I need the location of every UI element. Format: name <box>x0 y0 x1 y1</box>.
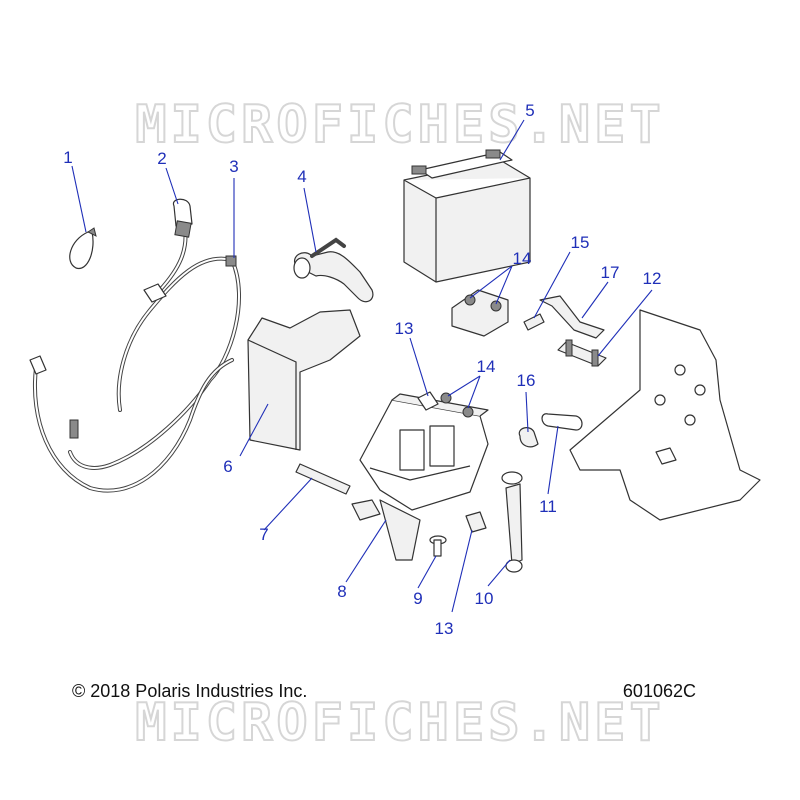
part-strap-bracket <box>539 295 607 367</box>
part-relay <box>451 289 509 337</box>
callout-3[interactable]: 3 <box>229 157 238 176</box>
part-cable-tie <box>69 227 97 269</box>
part-foam-strip <box>295 463 351 495</box>
callout-10[interactable]: 10 <box>475 589 494 608</box>
part-mounting-plate <box>569 309 761 521</box>
leader-lines <box>71 119 653 613</box>
part-battery-cover <box>247 309 361 451</box>
part-battery-tray <box>351 393 489 561</box>
part-fasteners <box>417 391 487 533</box>
part-battery-strap <box>501 471 523 573</box>
callout-14-bottom[interactable]: 14 <box>477 357 496 376</box>
part-battery <box>403 149 531 283</box>
callout-9[interactable]: 9 <box>413 589 422 608</box>
callout-13-bottom[interactable]: 13 <box>435 619 454 638</box>
callout-4[interactable]: 4 <box>297 167 306 186</box>
part-clip-nut <box>518 427 539 448</box>
part-bolt <box>429 535 447 557</box>
callout-8[interactable]: 8 <box>337 582 346 601</box>
watermark-top: MICROFICHES.NET <box>135 95 665 155</box>
part-terminal-bolt <box>523 313 545 331</box>
callout-16[interactable]: 16 <box>517 371 536 390</box>
diagram-number: 601062C <box>623 681 696 701</box>
callout-11[interactable]: 11 <box>539 497 557 516</box>
copyright-text: © 2018 Polaris Industries Inc. <box>72 681 307 701</box>
callout-15[interactable]: 15 <box>571 233 590 252</box>
callout-13-top[interactable]: 13 <box>395 319 414 338</box>
part-terminal-boot <box>293 237 374 303</box>
watermark-bottom: MICROFICHES.NET <box>135 693 665 753</box>
part-clip <box>541 413 583 431</box>
callout-12[interactable]: 12 <box>643 269 662 288</box>
callouts: 1 2 3 4 5 6 7 8 9 10 11 12 13 13 14 14 1… <box>63 101 661 638</box>
callout-2[interactable]: 2 <box>157 149 166 168</box>
callout-6[interactable]: 6 <box>223 457 232 476</box>
callout-14-top[interactable]: 14 <box>513 249 532 268</box>
callout-5[interactable]: 5 <box>525 101 534 120</box>
callout-7[interactable]: 7 <box>259 525 268 544</box>
callout-1[interactable]: 1 <box>63 148 72 167</box>
callout-17[interactable]: 17 <box>601 263 620 282</box>
part-battery-cables <box>29 198 241 493</box>
